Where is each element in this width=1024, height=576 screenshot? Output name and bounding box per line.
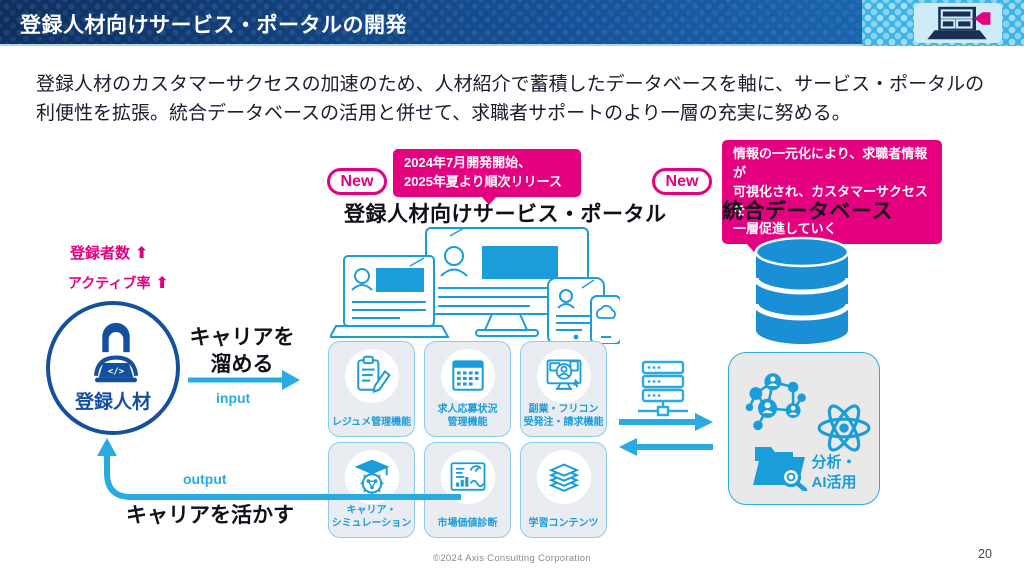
database-callout: 情報の一元化により、求職者情報が 可視化され、カスタマーサクセスを 一層促進して… xyxy=(722,140,942,253)
exchange-arrows xyxy=(619,413,713,456)
laptop-icon xyxy=(927,6,991,40)
person-at-laptop-icon: </> xyxy=(93,322,139,383)
calendar-icon xyxy=(451,360,484,391)
portal-new-badge: New xyxy=(327,168,387,195)
slide-header: 登録人材向けサービス・ポータルの開発 xyxy=(0,0,1024,46)
analysis-ai-label: 分析・AI活用 xyxy=(811,454,857,491)
database-new-badge: New xyxy=(652,168,712,195)
database-heading: 統合データベース xyxy=(722,200,893,223)
grow-career-caption: キャリアを溜める xyxy=(189,326,295,377)
market-value-icon xyxy=(450,462,485,491)
registered-talent-circle: </> 登録人材 xyxy=(46,301,180,435)
card-learning: 学習コンテンツ xyxy=(520,442,607,538)
pink-tag-icon xyxy=(974,12,991,25)
card-resume: レジュメ管理機能 xyxy=(328,341,415,437)
server-icon xyxy=(638,360,688,417)
output-label: output xyxy=(183,471,227,487)
stat-registrants: 登録者数⬆ xyxy=(70,244,149,263)
input-arrow xyxy=(188,370,300,390)
talent-circle-label: 登録人材 xyxy=(74,392,151,413)
output-arrow xyxy=(97,438,461,500)
header-pattern xyxy=(862,0,1024,46)
analysis-ai-box: 分析・AI活用 xyxy=(728,352,880,505)
use-career-caption: キャリアを活かす xyxy=(126,504,294,527)
header-logo-panel xyxy=(914,3,1002,43)
copyright: ©2024 Axis Consulting Corporation xyxy=(433,553,591,564)
arrow-left-icon xyxy=(619,438,637,456)
books-icon xyxy=(548,463,579,492)
career-simulation-icon xyxy=(354,459,389,495)
card-applications: 求人応募状況管理機能 xyxy=(424,341,511,437)
portal-heading: 登録人材向けサービス・ポータル xyxy=(344,203,667,226)
page-number: 20 xyxy=(978,547,992,561)
arrow-right-icon xyxy=(695,413,713,431)
resume-icon xyxy=(356,355,391,394)
callout-tail xyxy=(746,243,762,253)
intro-text: 登録人材のカスタマーサクセスの加速のため、人材紹介で蓄積したデータベースを軸に、… xyxy=(36,74,985,125)
atom-icon xyxy=(817,404,871,452)
network-people-icon xyxy=(745,373,806,431)
input-label: input xyxy=(216,390,251,406)
card-freelance: 副業・フリコン受発注・請求機能 xyxy=(520,341,607,437)
up-arrow-icon: ⬆ xyxy=(135,244,149,262)
up-arrow-icon: ⬆ xyxy=(155,275,169,292)
freelance-portal-icon xyxy=(546,359,581,390)
devices-illustration xyxy=(330,227,620,344)
database-icon xyxy=(753,236,851,344)
callout-tail xyxy=(481,195,497,205)
folder-search-icon xyxy=(753,447,808,491)
stat-active-rate: アクティブ率⬆ xyxy=(68,275,169,292)
page-title: 登録人材向けサービス・ポータルの開発 xyxy=(20,14,407,37)
svg-text:</>: </> xyxy=(108,367,125,377)
portal-callout: 2024年7月開発開始、 2025年夏より順次リリース xyxy=(393,149,581,205)
